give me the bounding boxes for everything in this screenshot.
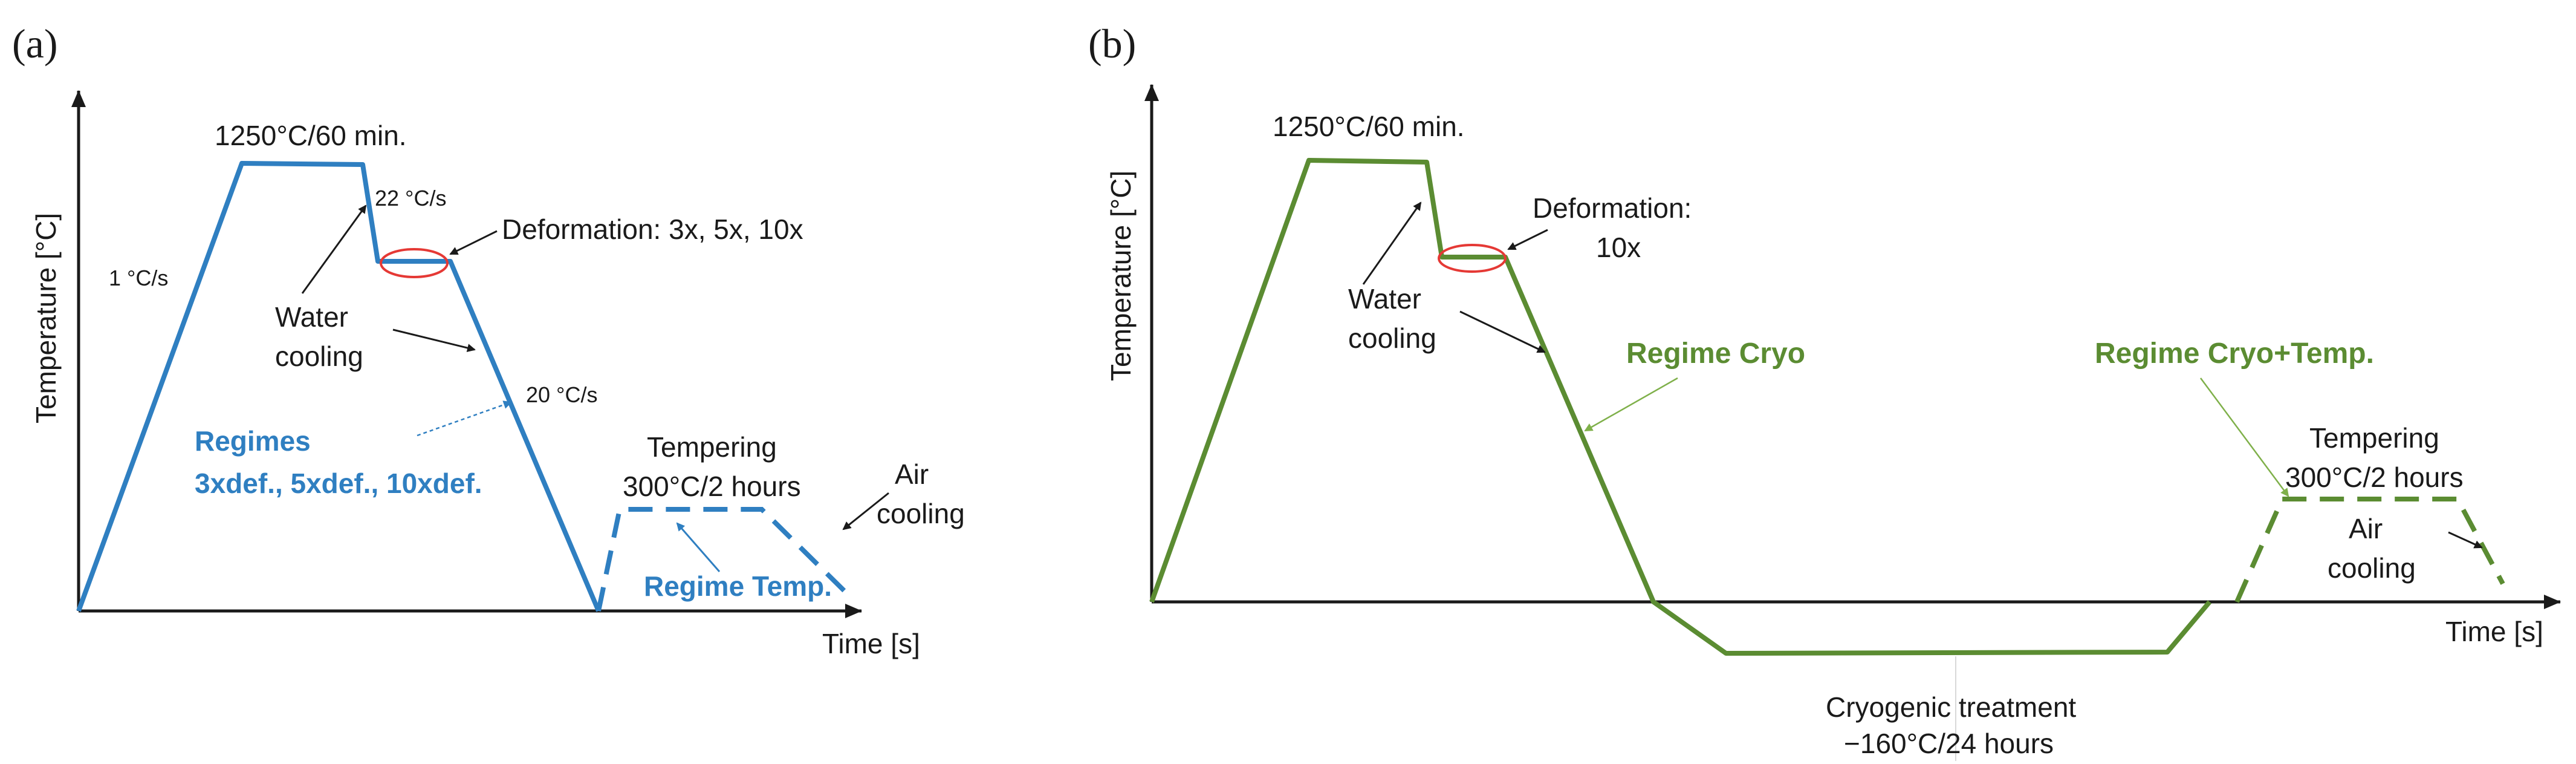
panel-b-tempering-label-2: 300°C/2 hours bbox=[2285, 462, 2464, 493]
panel-a-tempering-label-1: Tempering bbox=[647, 431, 777, 463]
panel-b-cryo-label-1: Cryogenic treatment bbox=[1826, 691, 2076, 723]
panel-b-regime-cryo-temp-arrow bbox=[2199, 377, 2289, 497]
panel-a-heating-rate-label: 1 °C/s bbox=[109, 266, 168, 290]
panel-b-process-curve bbox=[1149, 158, 2212, 656]
panel-a-regimes-arrow bbox=[417, 400, 512, 437]
panel-a-deformation-arrow bbox=[449, 230, 498, 255]
panel-a-cooling-rate-1-label: 22 °C/s bbox=[375, 186, 446, 211]
panel-a-deformation-label: Deformation: 3x, 5x, 10x bbox=[502, 214, 803, 245]
panel-a-process-curve bbox=[76, 161, 601, 612]
panel-b-water-arrow-1 bbox=[1362, 201, 1422, 285]
panel-b-tempering-curve bbox=[2234, 497, 2505, 603]
panel-a-tempering-curve bbox=[596, 507, 854, 612]
panel-b-regime-cryo-temp-label: Regime Cryo+Temp. bbox=[2095, 338, 2374, 370]
panel-a-regime-temp-arrow bbox=[676, 522, 721, 572]
panel-b-water-label-1: Water bbox=[1348, 283, 1421, 315]
panel-a-regime-temp-label: Regime Temp. bbox=[644, 570, 832, 602]
panel-b-y-axis-title: Temperature [°C] bbox=[1105, 171, 1137, 381]
panel-a-regimes-label-1: Regimes bbox=[195, 425, 311, 457]
panel-b-water-label-2: cooling bbox=[1348, 322, 1436, 354]
panel-a-label: (a) bbox=[12, 21, 57, 67]
panel-b-air-label-1: Air bbox=[2349, 513, 2383, 544]
panel-b-cryo-label-2: −160°C/24 hours bbox=[1844, 728, 2054, 759]
panel-b-regime-cryo-arrow bbox=[1584, 377, 1678, 432]
panel-b-deformation-label-2: 10x bbox=[1596, 232, 1641, 263]
panel-a-tempering-label-2: 300°C/2 hours bbox=[623, 471, 801, 502]
panel-b-deformation-marker bbox=[1438, 244, 1507, 273]
panel-a-cooling-rate-2-label: 20 °C/s bbox=[526, 382, 597, 407]
panel-b-austenitization-label: 1250°C/60 min. bbox=[1273, 111, 1465, 142]
panel-a-air-arrow bbox=[842, 492, 889, 531]
panel-b-deformation-arrow bbox=[1507, 229, 1548, 250]
panel-b-label: (b) bbox=[1088, 21, 1136, 67]
panel-a-water-arrow-1 bbox=[301, 204, 367, 294]
panel-a-regimes-label-2: 3xdef., 5xdef., 10xdef. bbox=[195, 468, 482, 499]
panel-a-deformation-marker bbox=[380, 248, 449, 278]
panel-a-water-arrow-2 bbox=[392, 328, 476, 352]
panel-b-x-axis-title: Time [s] bbox=[2445, 616, 2543, 647]
panel-a: (a) Temperature [°C] Time [s] 1250°C/60 … bbox=[12, 21, 965, 659]
panel-b-water-arrow-2 bbox=[1459, 310, 1546, 353]
panel-a-y-axis-title: Temperature [°C] bbox=[30, 213, 62, 423]
panel-a-x-axis-title: Time [s] bbox=[822, 628, 920, 659]
panel-a-air-label-2: cooling bbox=[877, 498, 965, 529]
panel-b: (b) Temperature [°C] Time [s] 1250°C/60 … bbox=[1088, 21, 2561, 761]
panel-a-water-label-1: Water bbox=[275, 301, 348, 333]
panel-b-air-arrow bbox=[2448, 531, 2483, 549]
panel-a-air-label-1: Air bbox=[895, 459, 929, 490]
panel-a-austenitization-label: 1250°C/60 min. bbox=[215, 120, 407, 151]
panel-b-regime-cryo-label: Regime Cryo bbox=[1626, 338, 1805, 370]
panel-b-air-label-2: cooling bbox=[2328, 552, 2416, 584]
panel-b-tempering-label-1: Tempering bbox=[2309, 422, 2439, 454]
panel-b-deformation-label-1: Deformation: bbox=[1533, 192, 1692, 224]
panel-a-water-label-2: cooling bbox=[275, 341, 363, 372]
